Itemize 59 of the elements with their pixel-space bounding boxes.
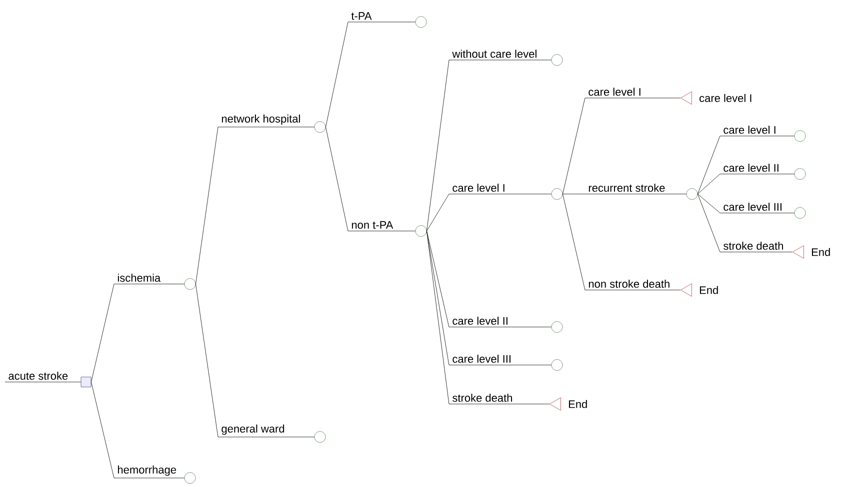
branch-line	[562, 98, 680, 194]
branch-line	[562, 194, 680, 290]
branch-label: acute stroke	[7, 370, 70, 381]
chance-circle	[551, 188, 563, 200]
outcome-label: End	[568, 400, 587, 408]
branch-label: non t-PA	[350, 220, 394, 230]
chance-circle	[184, 472, 196, 484]
chance-circle	[551, 54, 563, 66]
branch-label: care level I	[451, 182, 506, 193]
chance-circle	[794, 168, 806, 180]
branch-label: care level II	[722, 162, 780, 173]
branch-line	[426, 230, 552, 366]
chance-circle	[551, 359, 563, 371]
branch-label: t-PA	[350, 11, 373, 21]
terminal-triangle	[680, 91, 692, 105]
branch-line	[426, 230, 550, 404]
terminal-triangle	[792, 245, 804, 259]
chance-circle	[794, 130, 806, 142]
branch-label: care level III	[451, 354, 512, 364]
terminal-triangle	[549, 397, 561, 411]
branch-label: stroke death	[451, 392, 514, 403]
branch-line	[426, 194, 552, 232]
branch-line	[196, 284, 314, 438]
branch-line	[698, 194, 792, 252]
branch-label: hemorrhage	[116, 464, 178, 477]
branch-label: ischemia	[116, 272, 162, 283]
branch-line	[91, 382, 184, 478]
branch-label: care level I	[587, 86, 642, 97]
branch-line	[91, 284, 184, 382]
chance-circle	[794, 207, 806, 219]
decision-square	[80, 376, 92, 388]
branch-line	[698, 136, 794, 194]
branch-label: care level III	[722, 202, 784, 212]
branch-label: network hospital	[220, 114, 302, 126]
chance-circle	[314, 121, 326, 133]
chance-circle	[415, 225, 427, 237]
branch-label: stroke death	[722, 240, 785, 251]
chance-circle	[314, 431, 326, 443]
branch-line	[426, 230, 552, 328]
branch-label: care level II	[451, 316, 510, 326]
branch-line	[426, 60, 552, 232]
branch-label: recurrent stroke	[587, 182, 666, 193]
outcome-label: care level I	[700, 94, 752, 102]
branch-label: general ward	[220, 424, 286, 436]
branch-line	[326, 22, 416, 128]
outcome-label: End	[812, 248, 830, 256]
branch-label: care level I	[722, 124, 778, 135]
branch-line	[326, 126, 416, 232]
chance-circle	[686, 188, 698, 200]
outcome-label: End	[700, 286, 718, 294]
branch-line	[698, 194, 794, 214]
terminal-triangle	[680, 283, 692, 297]
chance-circle	[415, 16, 427, 28]
chance-circle	[551, 321, 563, 333]
chance-circle	[184, 278, 196, 290]
branch-label: non stroke death	[587, 278, 672, 289]
branch-label: without care level	[451, 48, 538, 59]
branch-line	[698, 174, 794, 194]
branch-line	[196, 126, 314, 284]
